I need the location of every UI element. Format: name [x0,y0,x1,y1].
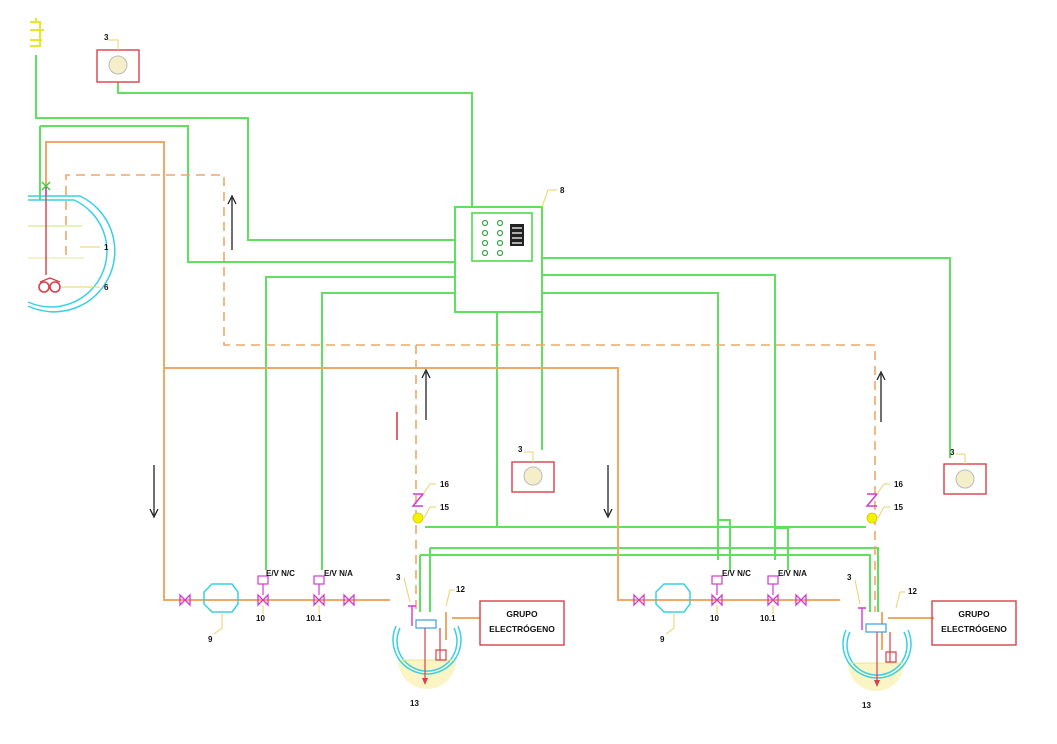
flow-arrows [149,194,886,519]
vent-right: 16 15 [865,480,903,524]
label-daytank-left-12: 12 [456,585,465,594]
main-storage-tank: 1 [27,181,116,313]
bowtie-valve-right-1 [633,593,645,607]
top-left-device [30,18,44,47]
generator-right-line2: ELECTRÓGENO [941,623,1007,634]
label-daytank-right-3: 3 [847,573,852,582]
label-sensor-tl: 3 [104,33,109,42]
label-valve-na-right: E/V N/A [778,569,807,578]
bowtie-valve-left-1 [179,593,191,607]
label-valve-nc-left: E/V N/C [266,569,295,578]
label-valve-nc-right: E/V N/C [722,569,751,578]
label-filter-left: 9 [208,635,213,644]
arrow-down-1 [149,465,159,519]
bowtie-valve-left-2 [343,593,355,607]
level-sensor-top-left: 3 [96,33,140,83]
label-daytank-left-3: 3 [396,573,401,582]
label-pump: 6 [104,283,109,292]
label-daytank-right-13: 13 [862,701,871,710]
label-vent-right-16: 16 [894,480,903,489]
arrow-up-3 [876,370,886,422]
label-panel: 8 [560,186,565,195]
bowtie-valve-right-2 [795,593,807,607]
solenoid-valve-nc-right: E/V N/C 10 [710,569,751,623]
vent-left: 16 15 [411,480,449,524]
label-valve-na-left-num: 10.1 [306,614,322,623]
arrow-up-1 [227,194,237,250]
arrow-up-2 [421,368,431,420]
label-vent-left-15: 15 [440,503,449,512]
filter-right: 9 [655,583,691,644]
fuel-piping [45,141,934,650]
generator-right: GRUPO ELECTRÓGENO [931,600,1017,646]
label-tank-main: 1 [104,243,109,252]
control-panel: 8 [454,186,565,313]
signal-wiring [35,55,951,612]
generator-left-line2: ELECTRÓGENO [489,623,555,634]
label-sensor-mid: 3 [518,445,523,454]
level-sensor-right: 3 [943,448,987,495]
day-tank-right: 3 12 13 [842,573,917,710]
level-sensor-mid: 3 [511,445,555,493]
generator-left-line1: GRUPO [506,609,538,619]
label-valve-nc-right-num: 10 [710,614,719,623]
label-valve-nc-left-num: 10 [256,614,265,623]
generator-right-line1: GRUPO [958,609,990,619]
pump: 6 [38,277,109,293]
label-vent-left-16: 16 [440,480,449,489]
label-valve-na-left: E/V N/A [324,569,353,578]
label-valve-na-right-num: 10.1 [760,614,776,623]
label-daytank-left-13: 13 [410,699,419,708]
label-sensor-right: 3 [950,448,955,457]
day-tank-left: 3 12 13 [392,573,465,708]
label-daytank-right-12: 12 [908,587,917,596]
solenoid-valve-nc-left: E/V N/C 10 [256,569,295,623]
solenoid-valve-na-right: E/V N/A 10.1 [760,569,807,623]
label-vent-right-15: 15 [894,503,903,512]
solenoid-valve-na-left: E/V N/A 10.1 [306,569,353,623]
generator-left: GRUPO ELECTRÓGENO [479,600,565,646]
filter-left: 9 [203,583,239,644]
arrow-down-2 [603,465,613,519]
label-filter-right: 9 [660,635,665,644]
